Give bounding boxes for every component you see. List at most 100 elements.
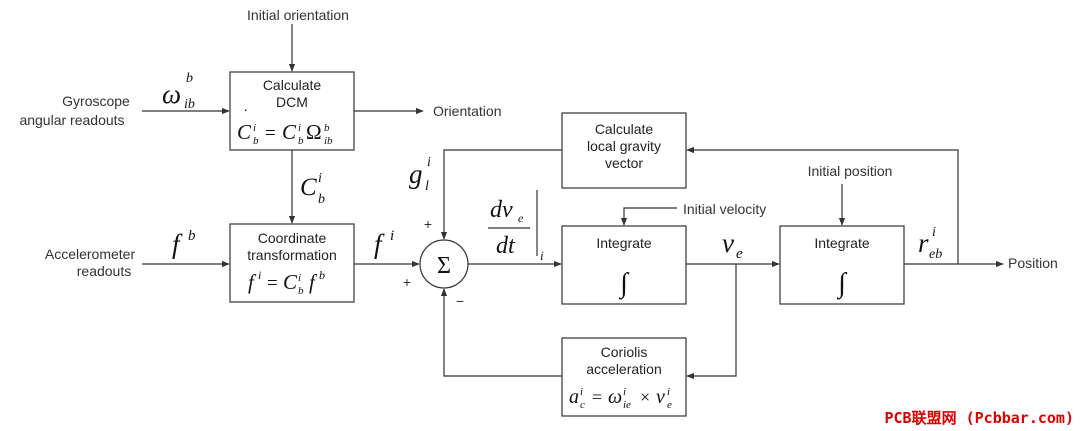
svg-text:i: i xyxy=(298,272,301,284)
accelerometer-label: Accelerometer xyxy=(45,246,136,262)
svg-text:b: b xyxy=(253,135,259,147)
v-e-symbol: v e xyxy=(722,228,743,262)
svg-text:=: = xyxy=(267,273,278,294)
svg-text:e: e xyxy=(736,246,743,262)
svg-text:b: b xyxy=(324,122,330,134)
gyroscope-label: Gyroscope xyxy=(62,93,130,109)
gravity-title-line3: vector xyxy=(605,155,643,171)
c-b-i-symbol: C i b xyxy=(300,171,325,207)
svg-text:b: b xyxy=(298,135,304,147)
svg-text:i: i xyxy=(667,386,670,398)
svg-text:v: v xyxy=(722,228,734,258)
svg-text:ω: ω xyxy=(162,79,181,109)
transform-title-line1: Coordinate xyxy=(258,230,327,246)
svg-text:C: C xyxy=(237,120,252,144)
svg-text:i: i xyxy=(580,386,583,398)
watermark-text: PCB联盟网 (Pcbbar.com) xyxy=(885,409,1075,427)
transform-equation: f i = C i b f b xyxy=(248,268,325,297)
svg-text:l: l xyxy=(425,179,429,194)
r-eb-i-symbol: r i eb xyxy=(918,225,942,262)
velocity-to-coriolis-line xyxy=(686,264,737,380)
svg-text:b: b xyxy=(188,228,196,244)
svg-text:b: b xyxy=(298,285,304,297)
dcm-title-line1: Calculate xyxy=(263,77,322,93)
integrate-velocity-block xyxy=(561,225,687,305)
initial-orientation-label: Initial orientation xyxy=(247,7,349,23)
integral-icon: ∫ xyxy=(836,268,848,300)
svg-text:i: i xyxy=(932,225,936,240)
svg-text:ω: ω xyxy=(608,386,622,408)
integral-icon: ∫ xyxy=(618,268,630,300)
svg-text:b: b xyxy=(186,71,193,86)
coriolis-to-sum-line xyxy=(440,288,562,377)
orientation-label: Orientation xyxy=(433,103,501,119)
coriolis-block xyxy=(561,337,687,417)
summation-symbol: Σ xyxy=(437,253,451,279)
omega-ib-b-symbol: ω b ib xyxy=(162,71,195,112)
dcm-block xyxy=(229,71,355,151)
coriolis-title-line2: acceleration xyxy=(586,361,662,377)
dcm-equation: C ˙ i b = C i b Ω b ib xyxy=(237,107,333,147)
coriolis-equation: a i c = ω i ie × v i e xyxy=(569,386,672,411)
position-feedback-line xyxy=(686,146,959,264)
gravity-block xyxy=(561,112,687,189)
svg-text:C: C xyxy=(300,174,317,201)
integrate-position-block xyxy=(779,225,905,305)
svg-text:C: C xyxy=(283,270,298,294)
svg-text:i: i xyxy=(253,122,256,134)
f-b-symbol: f b xyxy=(172,228,196,259)
gravity-title-line1: Calculate xyxy=(595,121,654,137)
svg-text:g: g xyxy=(409,159,423,189)
svg-text:dt: dt xyxy=(496,233,516,259)
sum-sign-bottom: − xyxy=(456,293,464,309)
svg-text:=: = xyxy=(265,123,276,144)
f-i-symbol: f i xyxy=(374,228,394,259)
svg-text:i: i xyxy=(298,122,301,134)
svg-text:c: c xyxy=(580,399,585,411)
svg-text:C: C xyxy=(282,120,297,144)
gravity-title-line2: local gravity xyxy=(587,138,661,154)
svg-text:i: i xyxy=(390,228,394,244)
svg-text:i: i xyxy=(540,248,544,263)
svg-text:b: b xyxy=(318,192,325,207)
initial-position-label: Initial position xyxy=(808,163,893,179)
dve-dt-symbol: dv e dt i xyxy=(488,197,544,263)
initial-velocity-arrow xyxy=(620,207,677,226)
svg-text:a: a xyxy=(569,386,579,408)
svg-text:e: e xyxy=(518,211,524,225)
position-label: Position xyxy=(1008,255,1058,271)
svg-text:f: f xyxy=(309,270,318,294)
transform-title-line2: transformation xyxy=(247,247,336,263)
svg-text:ib: ib xyxy=(184,97,195,112)
svg-text:eb: eb xyxy=(929,247,942,262)
svg-text:×: × xyxy=(640,387,650,407)
svg-text:ie: ie xyxy=(623,399,631,411)
svg-text:i: i xyxy=(258,268,261,282)
g-l-i-symbol: g i l xyxy=(409,155,431,194)
svg-text:f: f xyxy=(374,229,385,259)
angular-readouts-label: angular readouts xyxy=(19,112,124,128)
sum-sign-top: + xyxy=(424,216,432,232)
svg-text:dv: dv xyxy=(490,197,513,223)
svg-text:i: i xyxy=(318,171,322,186)
svg-text:˙: ˙ xyxy=(243,107,248,124)
dcm-title-line2: DCM xyxy=(276,94,308,110)
readouts-label: readouts xyxy=(77,263,131,279)
gravity-to-sum-line xyxy=(440,149,562,240)
svg-text:f: f xyxy=(248,270,257,294)
svg-text:e: e xyxy=(667,399,672,411)
svg-text:v: v xyxy=(656,386,665,408)
svg-text:r: r xyxy=(918,228,929,258)
coriolis-title-line1: Coriolis xyxy=(601,344,648,360)
integrate-velocity-label: Integrate xyxy=(596,235,651,251)
initial-velocity-label: Initial velocity xyxy=(683,201,766,217)
integrate-position-label: Integrate xyxy=(814,235,869,251)
transform-block xyxy=(229,223,355,303)
svg-text:i: i xyxy=(623,386,626,398)
svg-text:i: i xyxy=(427,155,431,170)
svg-text:ib: ib xyxy=(324,135,333,147)
svg-text:=: = xyxy=(592,387,602,407)
sum-sign-left: + xyxy=(403,274,411,290)
svg-text:Ω: Ω xyxy=(306,120,322,144)
